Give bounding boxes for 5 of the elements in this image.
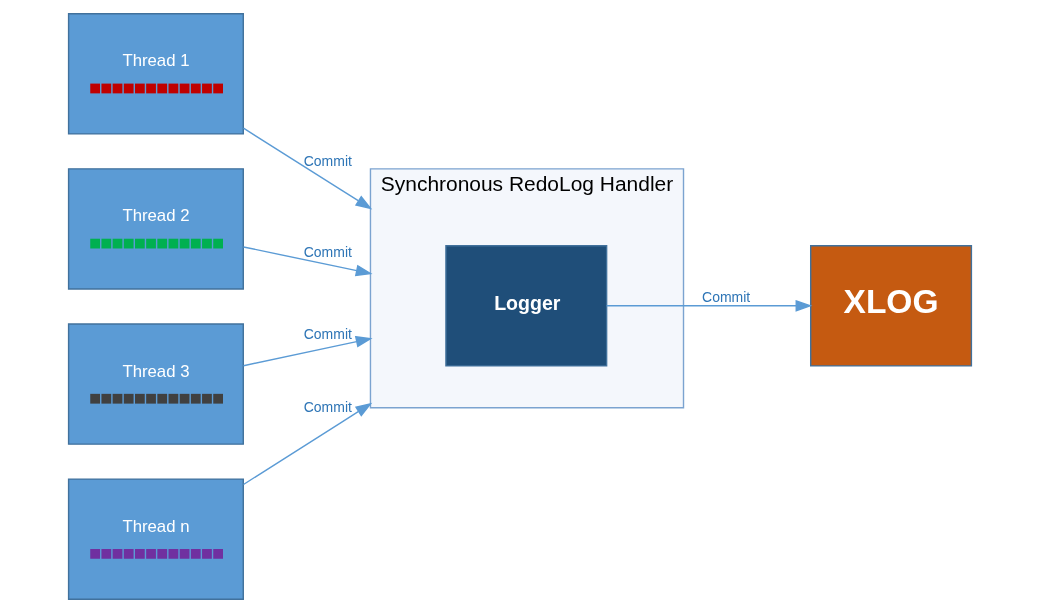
edge-label: Commit xyxy=(303,399,352,416)
edge-label: Commit xyxy=(303,243,352,260)
edge-label: Commit xyxy=(303,326,352,343)
edge-label: Commit xyxy=(303,153,352,170)
edge-label: Commit xyxy=(701,288,750,305)
